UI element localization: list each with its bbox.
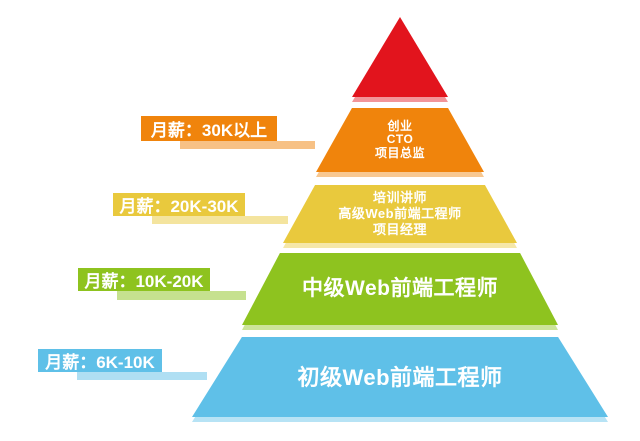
pyramid-layer-6k-10k: 初级Web前端工程师 — [192, 337, 608, 417]
pyramid-apex-triangle — [352, 17, 448, 97]
salary-label-text: 月薪：20K-30K — [119, 197, 239, 216]
salary-label-6k-10k: 月薪：6K-10K — [38, 349, 162, 372]
salary-label-shadow — [77, 372, 207, 380]
salary-label-text: 月薪：6K-10K — [45, 353, 155, 372]
salary-label-shadow — [117, 291, 246, 300]
salary-label-text: 月薪：30K以上 — [150, 121, 268, 140]
salary-label-text: 月薪：10K-20K — [84, 272, 204, 291]
salary-label-20k-30k: 月薪：20K-30K — [113, 193, 245, 216]
layer-line: CTO — [386, 132, 414, 147]
layer-line: 创业 — [387, 118, 413, 133]
pyramid-layer-10k-20k: 中级Web前端工程师 — [242, 253, 558, 325]
salary-label-shadow — [152, 216, 288, 224]
layer-line: 中级Web前端工程师 — [302, 277, 498, 300]
layer-line: 培训讲师 — [372, 190, 427, 205]
layer-line: 初级Web前端工程师 — [297, 364, 503, 390]
pyramid-layer-30k-plus: 创业 CTO 项目总监 — [316, 108, 484, 172]
salary-label-30k-plus: 月薪：30K以上 — [141, 116, 277, 141]
layer-line: 项目总监 — [374, 145, 425, 160]
pyramid-layer-20k-30k: 培训讲师 高级Web前端工程师 项目经理 — [283, 185, 517, 243]
salary-label-shadow — [180, 141, 315, 149]
layer-line: 高级Web前端工程师 — [338, 206, 462, 221]
salary-label-10k-20k: 月薪：10K-20K — [78, 268, 210, 291]
layer-line: 项目经理 — [372, 222, 427, 237]
